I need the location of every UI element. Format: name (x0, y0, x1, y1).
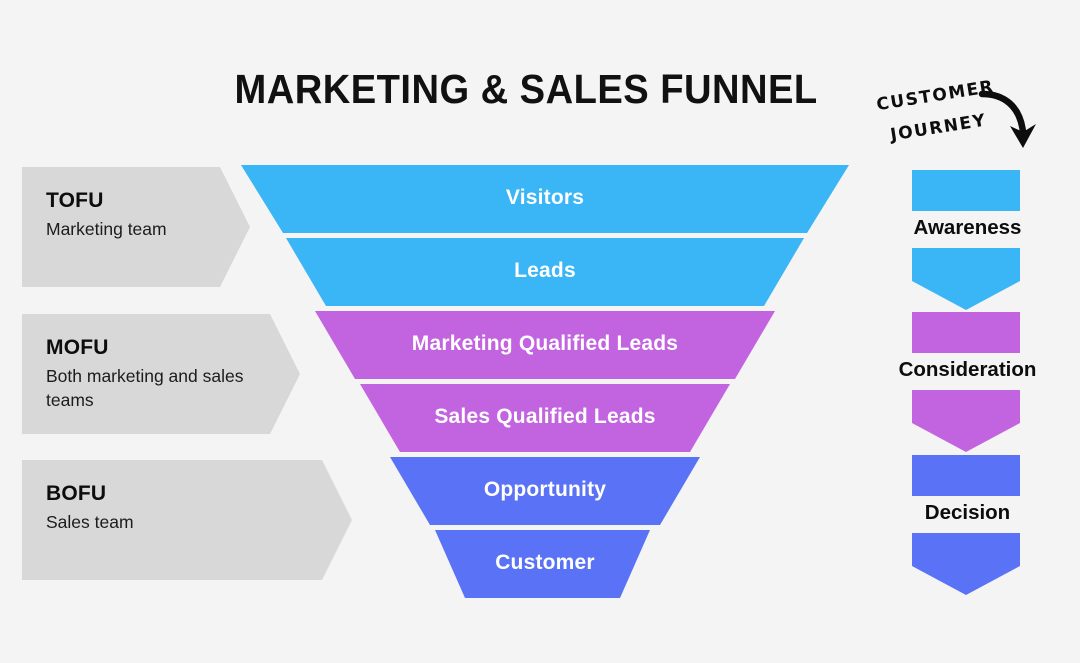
stage-code: MOFU (46, 336, 109, 359)
page-title: MARKETING & SALES FUNNEL (234, 66, 818, 112)
journey-stage[interactable]: Consideration (860, 312, 1075, 462)
funnel-segment-label: Leads (514, 259, 576, 282)
journey-stage-chevron (912, 248, 1020, 310)
journey-stage-chevron (912, 533, 1020, 595)
journey-stage-bar (912, 312, 1020, 353)
curved-down-arrow-icon (978, 90, 1036, 148)
stage-label-bofu: BOFU Sales team (22, 460, 352, 580)
journey-stage-label: Awareness (913, 216, 1022, 239)
funnel-segment[interactable]: Visitors (241, 165, 849, 233)
stage-description: Sales team (46, 512, 134, 533)
funnel-segment[interactable]: Marketing Qualified Leads (315, 311, 775, 379)
journey-stage[interactable]: Decision (860, 455, 1075, 605)
funnel-segment[interactable]: Customer (435, 530, 650, 598)
funnel-segment[interactable]: Sales Qualified Leads (360, 384, 730, 452)
stage-description: Both marketing and sales teams (46, 366, 244, 410)
stage-description: Marketing team (46, 219, 167, 240)
journey-stage-chevron (912, 390, 1020, 452)
funnel-segment-label: Sales Qualified Leads (434, 405, 656, 428)
funnel-segment-label: Opportunity (483, 478, 607, 501)
journey-stage-label: Consideration (898, 358, 1037, 381)
funnel-segment[interactable]: Leads (286, 238, 804, 306)
stage-code: BOFU (46, 482, 107, 505)
stage-label-mofu: MOFU Both marketing and sales teams (22, 314, 300, 434)
journey-heading-line-2: JOURNEY (889, 110, 988, 146)
funnel-segment-label: Marketing Qualified Leads (411, 332, 679, 355)
journey-stage-label: Decision (924, 501, 1011, 524)
journey-stage-bar (912, 455, 1020, 496)
funnel-segment-label: Customer (495, 551, 595, 574)
stage-code: TOFU (46, 189, 104, 212)
stage-label-tofu: TOFU Marketing team (22, 167, 250, 287)
journey-stage[interactable]: Awareness (860, 170, 1075, 320)
funnel-segment-label: Visitors (505, 186, 585, 209)
journey-stage-bar (912, 170, 1020, 211)
funnel-segment[interactable]: Opportunity (390, 457, 700, 525)
